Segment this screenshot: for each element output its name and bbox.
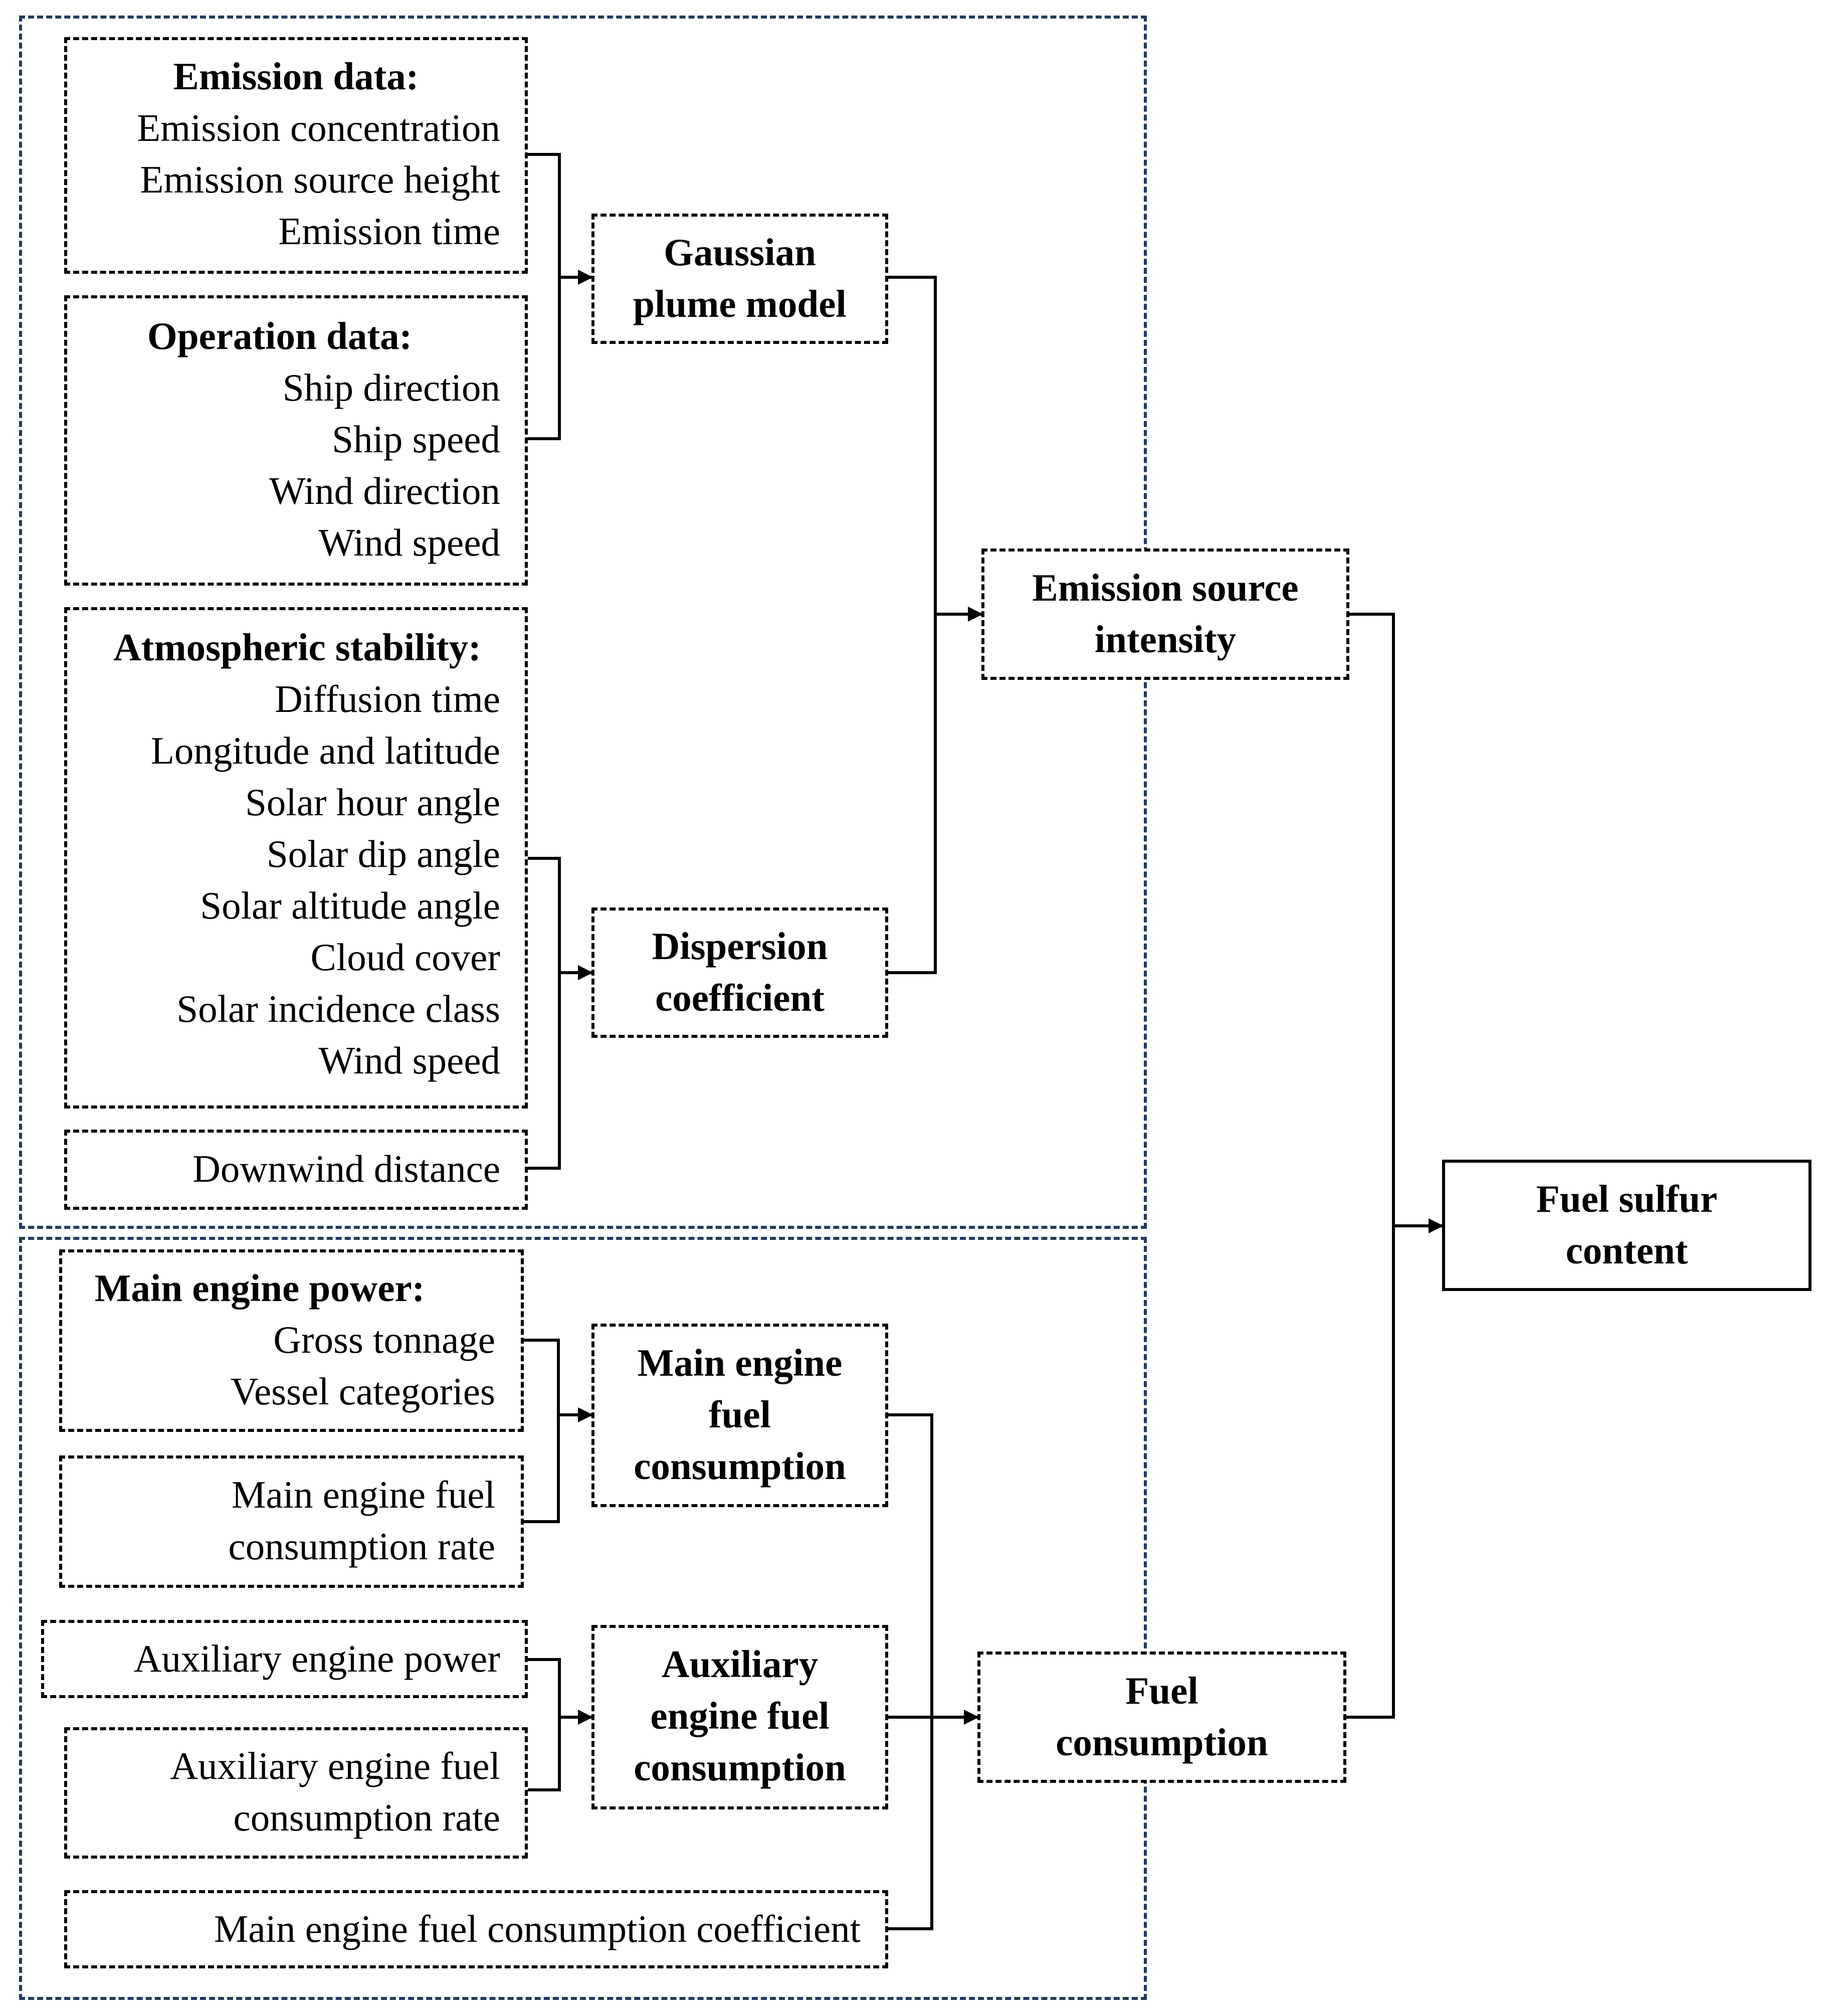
label-line: Dispersion xyxy=(652,925,828,968)
label-line: consumption xyxy=(1056,1721,1268,1764)
emission-data-list: Emission concentration Emission source h… xyxy=(64,102,500,257)
gaussian-plume-model-label: Gaussian plume model xyxy=(591,227,888,330)
downwind-distance-label: Downwind distance xyxy=(192,1147,500,1190)
atmospheric-stability-title: Atmospheric stability: xyxy=(113,626,481,669)
operation-data-title: Operation data: xyxy=(147,314,413,357)
label-line: Auxiliary xyxy=(661,1642,819,1686)
label-line: Auxiliary engine fuel xyxy=(170,1744,500,1787)
fuel-sulfur-content-box xyxy=(1442,1160,1811,1291)
dispersion-coefficient-label: Dispersion coefficient xyxy=(591,921,888,1024)
emission-data-title: Emission data: xyxy=(173,55,419,98)
downwind-distance-box xyxy=(64,1130,528,1210)
label-line: Main engine fuel xyxy=(232,1473,495,1516)
label-line: coefficient xyxy=(655,976,825,1019)
emission-source-intensity-label: Emission source intensity xyxy=(981,562,1349,665)
auxiliary-engine-power-box xyxy=(41,1620,528,1698)
label-line: content xyxy=(1565,1229,1688,1272)
list-item: Solar incidence class xyxy=(176,987,500,1030)
auxiliary-engine-fuel-rate-box xyxy=(64,1727,528,1859)
auxiliary-engine-fuel-consumption-box xyxy=(591,1625,888,1809)
auxiliary-engine-power-label: Auxiliary engine power xyxy=(133,1637,500,1680)
list-item: Emission time xyxy=(278,210,500,253)
operation-data-list: Ship direction Ship speed Wind direction… xyxy=(64,362,500,569)
main-engine-power-box xyxy=(59,1249,524,1432)
outputs-connector xyxy=(1346,613,1395,1719)
list-item: Ship direction xyxy=(282,366,500,409)
emission-source-intensity-box xyxy=(981,548,1349,680)
list-item: Wind direction xyxy=(269,469,500,512)
list-item: Solar dip angle xyxy=(266,832,500,875)
dispersion-coefficient-box xyxy=(591,907,888,1038)
list-item: Longitude and latitude xyxy=(150,729,500,772)
list-item: Wind speed xyxy=(318,1039,500,1082)
list-item: Ship speed xyxy=(332,418,500,461)
list-item: Vessel categories xyxy=(230,1370,495,1413)
main-engine-input-connector xyxy=(524,1339,560,1523)
label-line: Fuel xyxy=(1125,1669,1198,1712)
emission-data-connector xyxy=(528,153,561,440)
main-engine-fuel-coefficient-label: Main engine fuel consumption coefficient xyxy=(214,1907,861,1950)
atmospheric-stability-list: Diffusion time Longitude and latitude So… xyxy=(64,673,500,1086)
label-line: consumption xyxy=(634,1746,846,1789)
list-item: Wind speed xyxy=(318,521,500,564)
label-line: intensity xyxy=(1094,618,1237,661)
label-line: Emission source xyxy=(1032,566,1299,609)
main-engine-fuel-rate-box xyxy=(59,1455,524,1588)
label-line: fuel xyxy=(708,1393,771,1436)
dispersion-input-connector xyxy=(528,857,561,1170)
main-engine-fuel-consumption-label: Main engine fuel consumption xyxy=(591,1337,888,1492)
models-to-intensity-connector xyxy=(888,276,937,974)
list-item: Solar altitude angle xyxy=(200,884,500,927)
list-item: Gross tonnage xyxy=(273,1318,495,1361)
operation-data-box xyxy=(64,295,528,586)
list-item: Solar hour angle xyxy=(245,781,500,824)
fuel-consumption-box xyxy=(977,1652,1346,1783)
auxiliary-engine-fuel-rate-label: Auxiliary engine fuel consumption rate xyxy=(64,1740,500,1844)
label-line: Gaussian xyxy=(664,231,816,274)
main-engine-fuel-coefficient-box xyxy=(64,1890,888,1968)
main-engine-power-list: Gross tonnage Vessel categories xyxy=(59,1314,495,1417)
fuel-consumption-group xyxy=(19,1237,1147,2000)
label-line: consumption rate xyxy=(228,1525,495,1568)
atmospheric-stability-box xyxy=(64,607,528,1109)
label-line: consumption rate xyxy=(233,1796,500,1839)
list-item: Emission source height xyxy=(140,158,500,201)
gaussian-plume-model-box xyxy=(591,214,888,344)
list-item: Emission concentration xyxy=(137,106,500,149)
label-line: consumption xyxy=(634,1444,846,1488)
auxiliary-engine-fuel-consumption-label: Auxiliary engine fuel consumption xyxy=(591,1638,888,1793)
main-engine-power-title: Main engine power: xyxy=(94,1266,425,1310)
label-line: engine fuel xyxy=(650,1694,830,1737)
fuel-inputs-connector xyxy=(888,1413,933,1930)
main-engine-fuel-rate-label: Main engine fuel consumption rate xyxy=(59,1469,495,1572)
list-item: Diffusion time xyxy=(275,677,500,720)
list-item: Cloud cover xyxy=(310,936,501,979)
aux-engine-input-connector xyxy=(528,1658,561,1791)
fuel-sulfur-content-label: Fuel sulfur content xyxy=(1442,1173,1811,1276)
label-line: plume model xyxy=(633,282,847,325)
fuel-consumption-label: Fuel consumption xyxy=(977,1665,1346,1768)
main-engine-fuel-consumption-box xyxy=(591,1324,888,1507)
label-line: Main engine xyxy=(637,1341,843,1384)
emission-data-box xyxy=(64,37,528,274)
label-line: Fuel sulfur xyxy=(1536,1177,1718,1220)
